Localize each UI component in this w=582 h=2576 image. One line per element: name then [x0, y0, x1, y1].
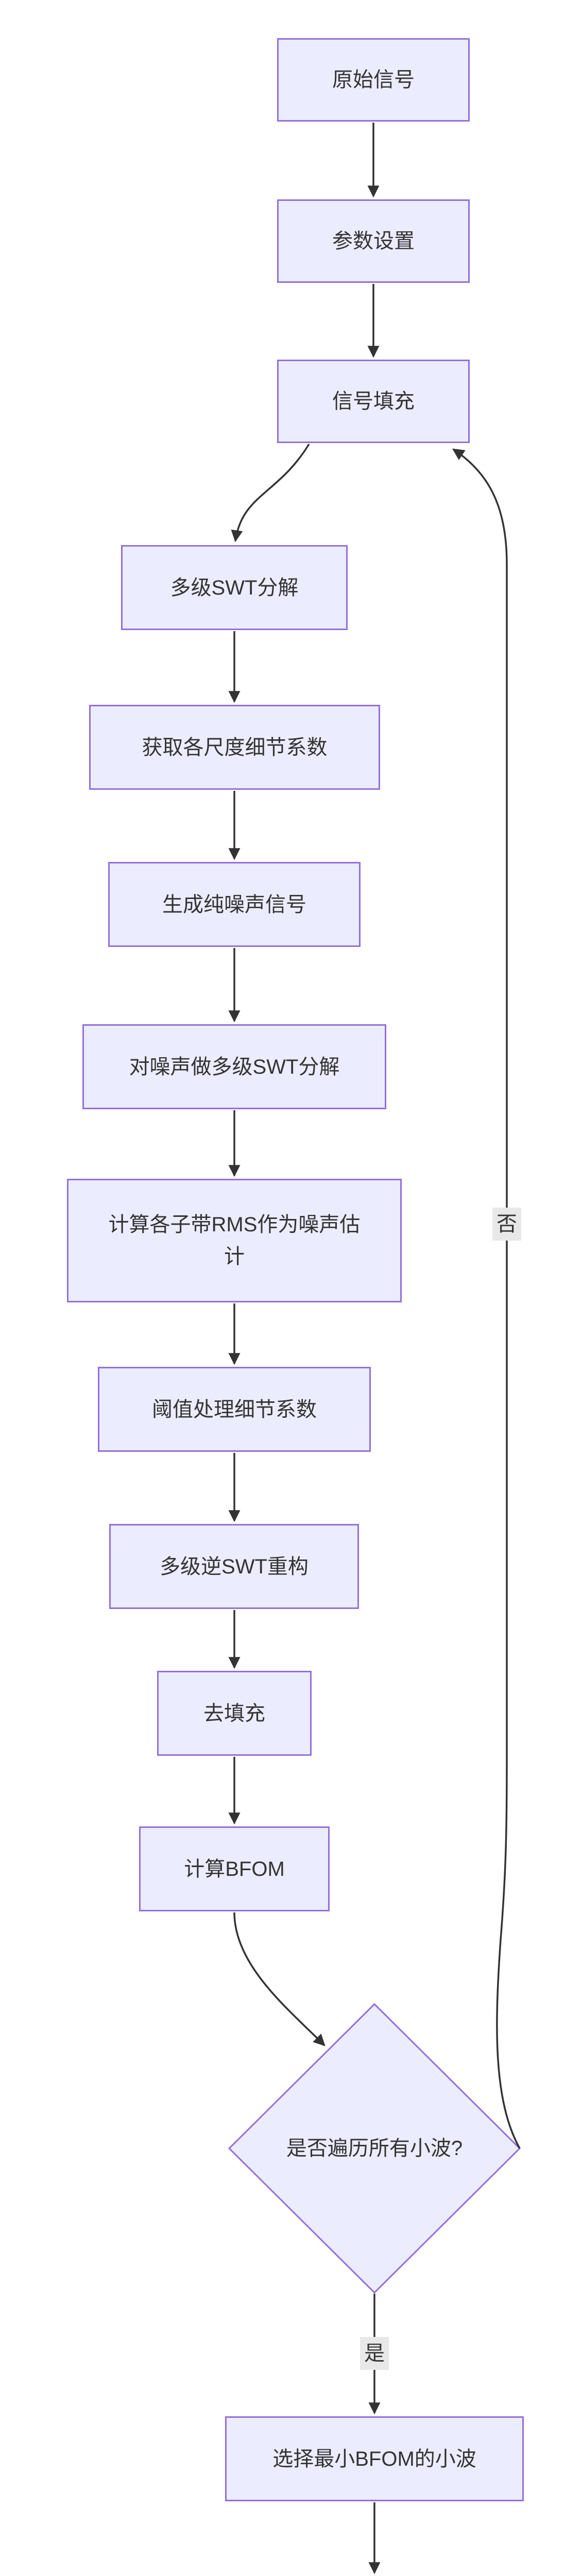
- node-label: 选择最小BFOM的小波: [272, 2447, 476, 2470]
- node-parameter-setting: 参数设置: [277, 199, 470, 283]
- node-label: 计算BFOM: [184, 1857, 285, 1880]
- node-noise-swt-decompose: 对噪声做多级SWT分解: [82, 1024, 386, 1109]
- node-generate-pure-noise: 生成纯噪声信号: [108, 862, 361, 947]
- node-compute-bfom: 计算BFOM: [139, 1826, 330, 1911]
- edge-decision-no-loopback: [452, 448, 521, 2149]
- edge-label-yes: 是: [360, 2337, 389, 2370]
- node-multilevel-swt-decompose: 多级SWT分解: [121, 545, 348, 630]
- edge-bfom-to-decision: [233, 1912, 326, 2046]
- node-threshold-detail-coeffs: 阈值处理细节系数: [98, 1367, 371, 1452]
- node-select-min-bfom-wavelet: 选择最小BFOM的小波: [225, 2416, 524, 2501]
- node-label: 生成纯噪声信号: [162, 893, 306, 916]
- node-label: 多级SWT分解: [170, 576, 299, 599]
- node-inverse-swt-reconstruct: 多级逆SWT重构: [109, 1524, 359, 1609]
- edge-label-no: 否: [492, 1208, 521, 1241]
- node-label: 计算各子带RMS作为噪声估 计: [108, 1213, 361, 1268]
- node-original-signal: 原始信号: [277, 38, 470, 122]
- node-label: 原始信号: [332, 69, 415, 91]
- node-label: 阈值处理细节系数: [152, 1398, 317, 1421]
- node-label: 对噪声做多级SWT分解: [129, 1055, 340, 1078]
- node-subband-rms-noise-estimate: 计算各子带RMS作为噪声估 计: [67, 1179, 402, 1302]
- node-label: 是否遍历所有小波?: [286, 2137, 463, 2160]
- node-label: 去填充: [203, 1702, 265, 1725]
- node-all-wavelets-traversed: 是否遍历所有小波?: [266, 2112, 483, 2184]
- node-label: 获取各尺度细节系数: [142, 736, 328, 759]
- node-signal-padding: 信号填充: [277, 360, 470, 443]
- node-label: 信号填充: [332, 390, 415, 413]
- node-get-detail-coefficients: 获取各尺度细节系数: [89, 705, 380, 790]
- edge-padding-to-swt: [231, 444, 310, 543]
- node-label: 参数设置: [332, 230, 415, 252]
- decision-diamond-shape: [228, 2003, 521, 2294]
- node-label: 多级逆SWT重构: [160, 1555, 309, 1578]
- node-remove-padding: 去填充: [157, 1671, 312, 1756]
